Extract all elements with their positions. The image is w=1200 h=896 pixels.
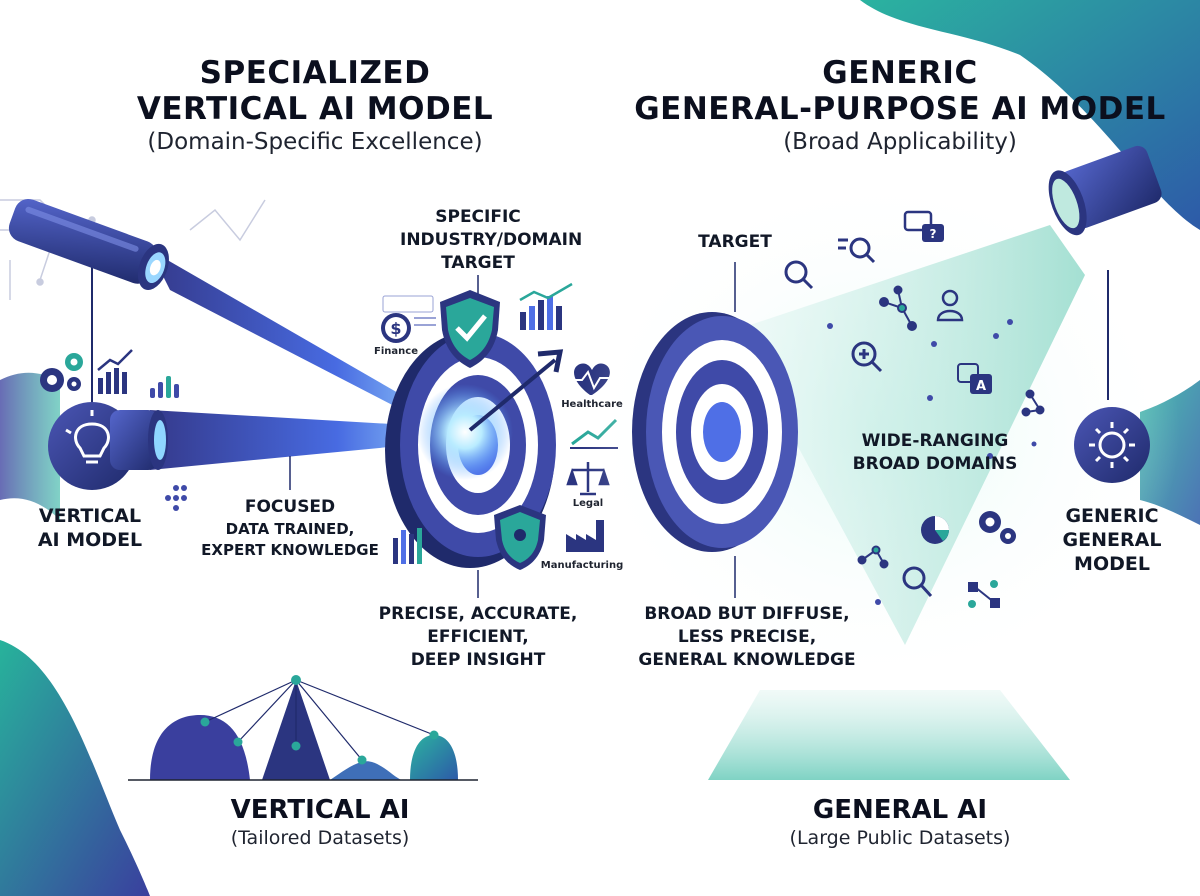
dollar-glyph: $	[390, 319, 401, 338]
decorative-blob-top-right	[860, 0, 1200, 230]
zoom-in-icon	[851, 341, 883, 373]
left-result-line3: DEEP INSIGHT	[410, 650, 546, 670]
right-subtitle: (Broad Applicability)	[783, 129, 1017, 155]
vertical-model-label-line1: VERTICAL	[38, 505, 142, 527]
left-title-line1: SPECIALIZED	[199, 55, 431, 91]
right-title-line2: GENERAL-PURPOSE AI MODEL	[634, 91, 1166, 127]
large-public-datasets-graphic	[708, 690, 1070, 780]
impact-flare	[417, 384, 513, 480]
left-footer-title: VERTICAL AI	[230, 795, 410, 825]
beam-label-line3: EXPERT KNOWLEDGE	[201, 541, 379, 559]
domains-label-line1: WIDE-RANGING	[861, 431, 1009, 451]
generic-model-node	[1074, 407, 1150, 483]
generic-model-label-line3: MODEL	[1074, 553, 1150, 575]
network-graph-icon	[857, 545, 889, 569]
domain-manufacturing-label: Manufacturing	[540, 560, 624, 571]
tailored-datasets-graphic	[128, 675, 478, 781]
chat-question-icon: ?	[903, 210, 944, 242]
bar-chart-icon	[97, 349, 133, 394]
right-title-line1: GENERIC	[822, 55, 978, 91]
document-icon	[382, 295, 436, 326]
right-footer-subtitle: (Large Public Datasets)	[789, 827, 1011, 849]
left-title-line2: VERTICAL AI MODEL	[136, 91, 494, 127]
left-subtitle: (Domain-Specific Excellence)	[147, 129, 483, 155]
wide-beam	[735, 225, 1085, 645]
arrow-icon	[468, 349, 564, 432]
shield-icon	[494, 505, 546, 570]
right-result-line1: BROAD BUT DIFFUSE,	[644, 604, 850, 624]
target-label-line1: SPECIFIC	[435, 207, 521, 227]
dots-decoration	[165, 485, 187, 511]
dollar-icon	[381, 313, 411, 343]
pie-chart-icon	[921, 516, 949, 544]
tube-lower	[110, 410, 168, 470]
network-icon	[879, 285, 917, 331]
bar-chart-small-icon	[393, 528, 422, 564]
target-label-line3: TARGET	[441, 253, 515, 273]
flashlight-generic	[1048, 145, 1162, 236]
shield-check-icon	[440, 290, 500, 368]
target-label-line2: INDUSTRY/DOMAIN	[400, 230, 583, 250]
translate-icon: A	[957, 363, 992, 394]
domain-healthcare-label: Healthcare	[561, 399, 623, 410]
beam-label-line1: FOCUSED	[244, 497, 336, 517]
svg-text:A: A	[976, 379, 986, 394]
broad-target	[632, 312, 798, 552]
left-footer-subtitle: (Tailored Datasets)	[230, 827, 410, 849]
search-icon	[902, 566, 933, 598]
domain-legal-label: Legal	[572, 498, 604, 509]
network-small-icon	[1021, 389, 1045, 417]
left-result-line1: PRECISE, ACCURATE,	[378, 604, 578, 624]
domain-finance-label: Finance	[374, 346, 418, 357]
gears-icon	[979, 511, 1016, 544]
bar-chart-icon	[519, 282, 573, 330]
focused-beam-lower	[150, 410, 462, 470]
right-footer-title: GENERAL AI	[812, 795, 988, 825]
sun-icon	[1089, 422, 1135, 468]
domains-label-line2: BROAD DOMAINS	[852, 454, 1018, 474]
dots-scatter	[827, 319, 1037, 605]
right-result-line2: LESS PRECISE,	[677, 627, 817, 647]
vertical-model-label-line2: AI MODEL	[37, 529, 143, 551]
decorative-blob-bottom-left	[0, 640, 150, 896]
molecule-icon	[968, 580, 1000, 608]
decorative-wave-left	[0, 372, 60, 520]
right-target-label: TARGET	[698, 232, 772, 252]
search-list-icon	[838, 237, 876, 264]
search-icon	[784, 260, 814, 290]
right-result-line3: GENERAL KNOWLEDGE	[638, 650, 856, 670]
generic-model-label-line1: GENERIC	[1065, 505, 1159, 527]
gears-icon	[40, 353, 83, 392]
beam-label-line2: DATA TRAINED,	[225, 520, 355, 538]
focused-beam-upper	[150, 250, 460, 440]
user-icon	[936, 289, 964, 322]
flashlight-upper	[8, 198, 169, 291]
factory-icon	[566, 520, 604, 552]
svg-text:?: ?	[930, 227, 937, 241]
left-result-line2: EFFICIENT,	[427, 627, 529, 647]
dot-chart-icon	[150, 376, 179, 398]
generic-model-label-line2: GENERAL	[1062, 529, 1162, 551]
